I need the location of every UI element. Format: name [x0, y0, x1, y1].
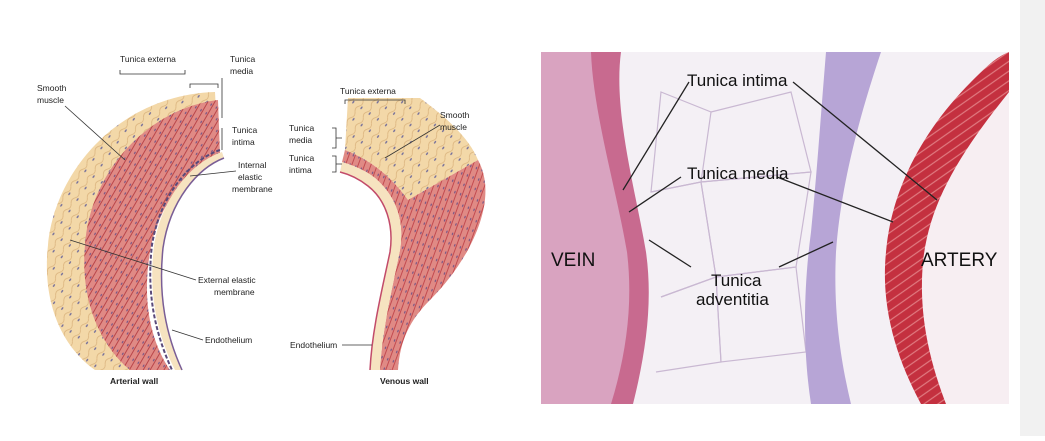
label-vein: VEIN [551, 250, 595, 271]
label-tunica-media-arterial-2: media [230, 66, 253, 76]
label-smooth-muscle-arterial-1: Smooth [37, 83, 67, 93]
vein-wall-tissue [541, 52, 639, 404]
label-internal-elastic-1: Internal [238, 160, 266, 170]
venous-wall-illustration [339, 98, 486, 371]
label-internal-elastic-3: membrane [232, 184, 273, 194]
vessel-wall-diagram: Tunica externa Tunica media Smooth muscl… [37, 54, 486, 386]
caption-arterial-wall: Arterial wall [110, 376, 158, 386]
label-smooth-muscle-venous-1: Smooth [440, 110, 470, 120]
label-tunica-intima-venous-1: Tunica [289, 153, 314, 163]
caption-venous-wall: Venous wall [380, 376, 429, 386]
label-tunica-media-arterial-1: Tunica [230, 54, 255, 64]
page-scrollbar[interactable] [1020, 0, 1045, 436]
label-tunica-adventitia-1: Tunica [711, 271, 762, 290]
label-internal-elastic-2: elastic [238, 172, 263, 182]
label-tunica-intima-venous-2: intima [289, 165, 312, 175]
label-tunica-externa-venous: Tunica externa [340, 86, 396, 96]
label-tunica-media-venous-1: Tunica [289, 123, 314, 133]
histology-micrograph: Tunica intima Tunica media Tunica advent… [541, 52, 1009, 404]
label-smooth-muscle-venous-2: muscle [440, 122, 467, 132]
micrograph-leader-lines [622, 81, 938, 268]
label-external-elastic-1: External elastic [198, 275, 256, 285]
micrograph-labels: Tunica intima Tunica media Tunica advent… [551, 71, 998, 309]
label-endothelium-arterial: Endothelium [205, 335, 252, 345]
label-tunica-intima-arterial-1: Tunica [232, 125, 257, 135]
label-tunica-intima: Tunica intima [687, 71, 788, 90]
label-tunica-externa-arterial: Tunica externa [120, 54, 176, 64]
venous-labels: Tunica externa Tunica media Tunica intim… [289, 86, 470, 386]
label-external-elastic-2: membrane [214, 287, 255, 297]
label-tunica-media: Tunica media [687, 164, 789, 183]
label-tunica-intima-arterial-2: intima [232, 137, 255, 147]
label-tunica-media-venous-2: media [289, 135, 312, 145]
arterial-labels: Tunica externa Tunica media Smooth muscl… [37, 54, 273, 386]
label-tunica-adventitia-2: adventitia [696, 290, 769, 309]
label-endothelium-venous: Endothelium [290, 340, 337, 350]
adipose-tissue [650, 91, 812, 373]
arterial-wall-illustration [46, 92, 225, 371]
label-smooth-muscle-arterial-2: muscle [37, 95, 64, 105]
label-artery: ARTERY [921, 250, 998, 271]
